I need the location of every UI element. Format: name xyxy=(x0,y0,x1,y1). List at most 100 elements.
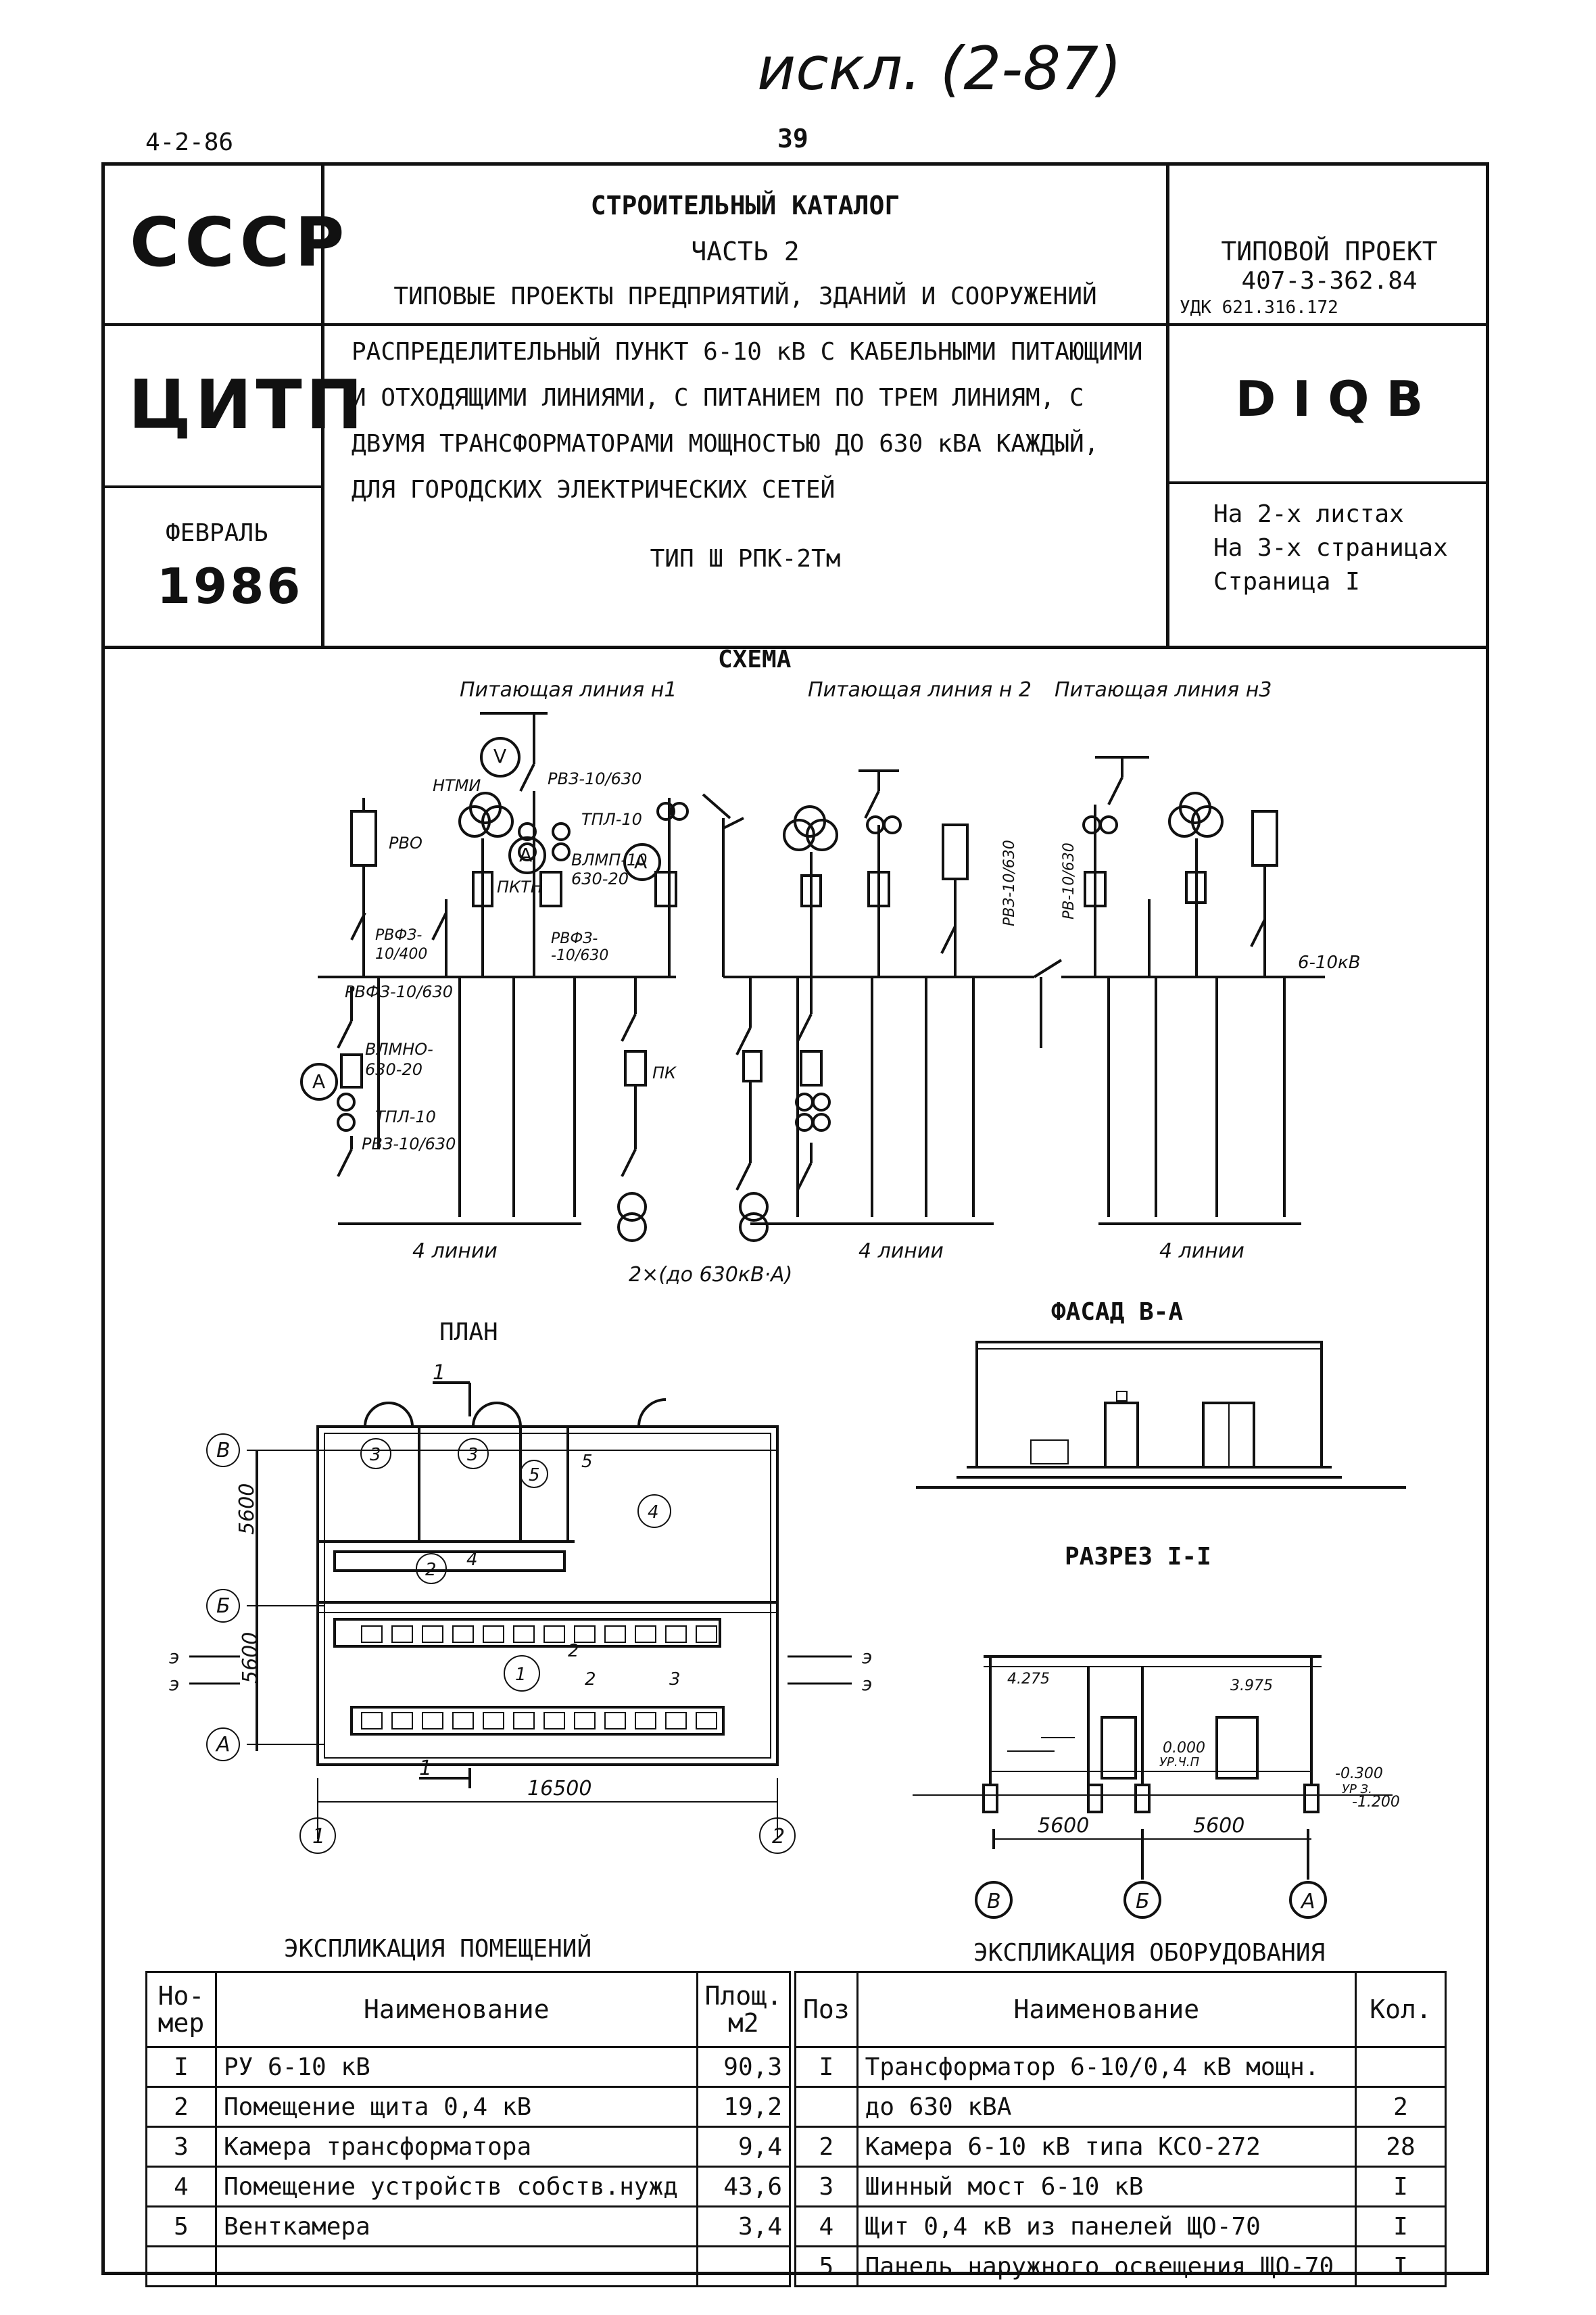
svg-text:РВФЗ-10/630: РВФЗ-10/630 xyxy=(345,982,453,1001)
svg-text:A: A xyxy=(634,851,647,873)
project-code: D I Q B xyxy=(1235,371,1424,427)
feeder-label-1: Питающая линия н1 xyxy=(460,678,677,702)
schema-title: СХЕМА xyxy=(718,646,792,673)
project-label: ТИПОВОЙ ПРОЕКТ xyxy=(1221,237,1438,266)
svg-text:ВЛМП-10: ВЛМП-10 xyxy=(571,851,647,869)
equipment-table-title: ЭКСПЛИКАЦИЯ ОБОРУДОВАНИЯ xyxy=(973,1939,1326,1967)
svg-text:1: 1 xyxy=(312,1825,325,1848)
month-label: ФЕВРАЛЬ xyxy=(166,519,268,547)
svg-text:РВФЗ-: РВФЗ- xyxy=(375,927,422,944)
svg-text:3: 3 xyxy=(370,1445,381,1465)
svg-text:5600: 5600 xyxy=(239,1632,262,1684)
svg-text:3.975: 3.975 xyxy=(1230,1677,1273,1694)
lines-label-b: 4 линии xyxy=(859,1239,944,1263)
svg-text:ПК: ПК xyxy=(652,1064,677,1082)
svg-text:А: А xyxy=(215,1733,231,1757)
udk-label: УДК 621.316.172 xyxy=(1180,297,1338,318)
svg-text:э: э xyxy=(862,1673,872,1695)
svg-text:4.275: 4.275 xyxy=(1007,1671,1050,1688)
sheets-line-1: На 2-х листах xyxy=(1213,500,1404,528)
svg-text:5: 5 xyxy=(581,1452,593,1472)
svg-text:РВФЗ-: РВФЗ- xyxy=(551,930,598,947)
svg-text:V: V xyxy=(493,745,506,767)
table-row xyxy=(145,2245,792,2287)
svg-text:A: A xyxy=(519,844,532,866)
ussr-label: СССР xyxy=(130,203,350,282)
sheet-code: 4-2-86 xyxy=(145,128,234,156)
svg-text:Б: Б xyxy=(216,1594,231,1618)
handwritten-note: искл. (2-87) xyxy=(757,34,1122,103)
svg-text:5600: 5600 xyxy=(1193,1814,1244,1838)
svg-text:УР З.: УР З. xyxy=(1342,1782,1372,1796)
lines-label-c: 4 линии xyxy=(1159,1239,1244,1263)
svg-text:0.000: 0.000 xyxy=(1163,1740,1205,1757)
svg-text:э: э xyxy=(169,1646,179,1668)
year-label: 1986 xyxy=(157,558,304,615)
svg-text:5: 5 xyxy=(529,1465,540,1485)
rooms-header-name: Наименование xyxy=(215,1971,698,2048)
facade-drawing xyxy=(916,1341,1406,1489)
svg-text:РВЗ-10/630: РВЗ-10/630 xyxy=(548,769,642,788)
svg-text:РВЗ-10/630: РВЗ-10/630 xyxy=(1001,840,1018,926)
transformers-label: 2×(до 630кВ·А) xyxy=(629,1263,792,1287)
page-number: 39 xyxy=(777,124,808,153)
description-line-2: И ОТХОДЯЩИМИ ЛИНИЯМИ, С ПИТАНИЕМ ПО ТРЕМ… xyxy=(352,384,1084,412)
svg-text:630-20: 630-20 xyxy=(365,1060,422,1079)
svg-text:2: 2 xyxy=(568,1641,579,1661)
type-label: ТИП Ш РПК-2Тм xyxy=(650,545,841,573)
svg-text:2: 2 xyxy=(772,1825,785,1848)
citp-label: ЦИТП xyxy=(128,365,367,444)
svg-text:10/400: 10/400 xyxy=(375,946,427,963)
svg-text:5600: 5600 xyxy=(235,1483,259,1535)
catalog-title: СТРОИТЕЛЬНЫЙ КАТАЛОГ xyxy=(590,191,900,220)
project-number: 407-3-362.84 xyxy=(1241,267,1418,295)
feeder-label-2: Питающая линия н 2 xyxy=(808,678,1032,702)
svg-text:РВ-10/630: РВ-10/630 xyxy=(1061,842,1078,920)
equipment-header-name: Наименование xyxy=(856,1971,1357,2048)
svg-text:16500: 16500 xyxy=(527,1777,591,1800)
facade-title: ФАСАД В-А xyxy=(1051,1298,1184,1326)
rooms-table-title: ЭКСПЛИКАЦИЯ ПОМЕЩЕНИЙ xyxy=(284,1935,592,1963)
description-line-4: ДЛЯ ГОРОДСКИХ ЭЛЕКТРИЧЕСКИХ СЕТЕЙ xyxy=(352,476,836,504)
svg-text:1: 1 xyxy=(433,1361,445,1385)
section-title: РАЗРЕЗ I-I xyxy=(1065,1543,1211,1571)
catalog-part: ЧАСТЬ 2 xyxy=(691,237,800,266)
svg-text:ТПЛ-10: ТПЛ-10 xyxy=(375,1107,436,1126)
svg-text:5600: 5600 xyxy=(1038,1814,1089,1838)
svg-text:РВО: РВО xyxy=(389,834,422,853)
section-drawing: 4.275 3.975 0.000 -0.300 -1.200 УР.Ч.П У… xyxy=(913,1655,1400,1919)
plan-title: ПЛАН xyxy=(439,1318,498,1346)
svg-text:3: 3 xyxy=(467,1445,479,1465)
single-line-diagram: Питающая линия н1 Питающая линия н 2 Пит… xyxy=(300,678,1361,1287)
equipment-header-pos: Поз xyxy=(794,1971,859,2048)
svg-text:2: 2 xyxy=(425,1560,437,1580)
svg-text:В: В xyxy=(216,1439,231,1462)
floor-plan: В Б А 1 2 5600 5600 16500 1 1 3 3 5 5 4 … xyxy=(169,1361,872,1854)
header-frame xyxy=(101,162,1489,649)
svg-text:2: 2 xyxy=(585,1669,596,1690)
svg-text:-10/630: -10/630 xyxy=(551,947,608,964)
feeder-label-3: Питающая линия н3 xyxy=(1055,678,1272,702)
svg-text:3: 3 xyxy=(669,1669,681,1690)
svg-text:-1.200: -1.200 xyxy=(1352,1794,1400,1811)
svg-text:РВЗ-10/630: РВЗ-10/630 xyxy=(362,1135,456,1153)
svg-text:4: 4 xyxy=(648,1502,659,1523)
svg-text:4: 4 xyxy=(466,1550,478,1570)
description-line-3: ДВУМЯ ТРАНСФОРМАТОРАМИ МОЩНОСТЬЮ ДО 630 … xyxy=(352,430,1099,458)
sheets-line-3: Страница I xyxy=(1213,568,1360,596)
svg-text:НТМИ: НТМИ xyxy=(433,776,481,795)
svg-text:УР.Ч.П: УР.Ч.П xyxy=(1159,1755,1200,1769)
